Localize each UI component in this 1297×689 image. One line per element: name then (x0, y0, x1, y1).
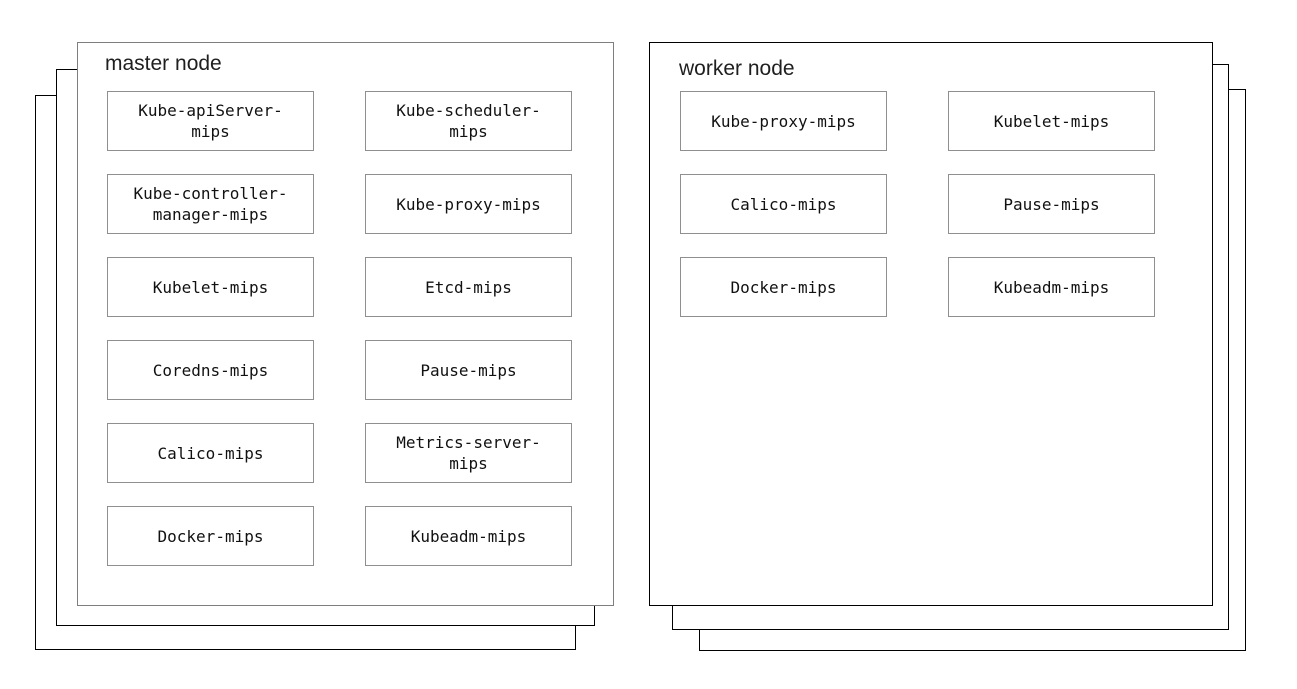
master-box-kubeadm-mips: Kubeadm-mips (365, 506, 572, 566)
worker-box-pause-mips: Pause-mips (948, 174, 1155, 234)
component-label: Kubelet-mips (152, 277, 269, 297)
component-label: Calico-mips (730, 194, 837, 214)
component-label: Metrics-server- mips (396, 433, 541, 473)
component-label: Kubeadm-mips (410, 526, 527, 546)
component-label: Kube-proxy-mips (711, 111, 856, 131)
master-box-coredns-mips: Coredns-mips (107, 340, 314, 400)
master-box-kube-proxy-mips: Kube-proxy-mips (365, 174, 572, 234)
component-label: Kube-proxy-mips (396, 194, 541, 214)
worker-box-kubeadm-mips: Kubeadm-mips (948, 257, 1155, 317)
worker-node-title: worker node (679, 57, 795, 80)
worker-box-kube-proxy-mips: Kube-proxy-mips (680, 91, 887, 151)
worker-components-grid: Kube-proxy-mips Kubelet-mips Calico-mips… (680, 91, 1155, 317)
component-label: Kubelet-mips (993, 111, 1110, 131)
master-node: master node Kube-apiServer- mips Kube-sc… (77, 42, 614, 606)
component-label: Kube-apiServer- mips (138, 101, 283, 141)
master-node-title: master node (105, 52, 222, 75)
worker-box-calico-mips: Calico-mips (680, 174, 887, 234)
master-box-pause-mips: Pause-mips (365, 340, 572, 400)
worker-box-kubelet-mips: Kubelet-mips (948, 91, 1155, 151)
component-label: Docker-mips (730, 277, 837, 297)
component-label: Etcd-mips (425, 277, 512, 297)
component-label: Kube-scheduler- mips (396, 101, 541, 141)
master-box-calico-mips: Calico-mips (107, 423, 314, 483)
master-box-kube-scheduler-mips: Kube-scheduler- mips (365, 91, 572, 151)
worker-box-docker-mips: Docker-mips (680, 257, 887, 317)
component-label: Docker-mips (157, 526, 264, 546)
worker-node: worker node Kube-proxy-mips Kubelet-mips… (649, 42, 1213, 606)
component-label: Pause-mips (1003, 194, 1100, 214)
component-label: Pause-mips (420, 360, 517, 380)
master-components-grid: Kube-apiServer- mips Kube-scheduler- mip… (107, 91, 572, 566)
component-label: Coredns-mips (152, 360, 269, 380)
master-box-metrics-server-mips: Metrics-server- mips (365, 423, 572, 483)
component-label: Kubeadm-mips (993, 277, 1110, 297)
master-box-kubelet-mips: Kubelet-mips (107, 257, 314, 317)
master-box-docker-mips: Docker-mips (107, 506, 314, 566)
component-label: Kube-controller- manager-mips (133, 184, 288, 224)
master-box-etcd-mips: Etcd-mips (365, 257, 572, 317)
component-label: Calico-mips (157, 443, 264, 463)
master-box-kube-controller-manager-mips: Kube-controller- manager-mips (107, 174, 314, 234)
master-box-kube-apiserver-mips: Kube-apiServer- mips (107, 91, 314, 151)
